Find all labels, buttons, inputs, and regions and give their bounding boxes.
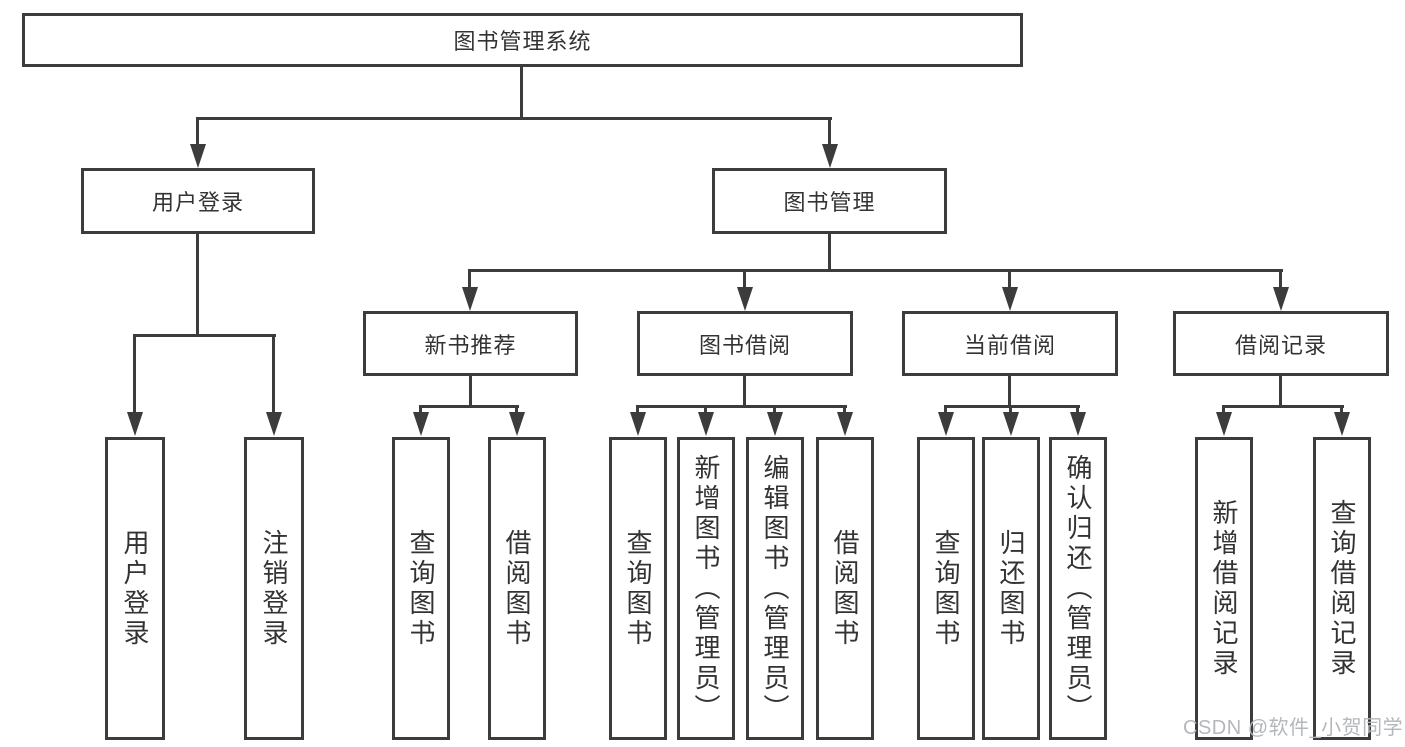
csdn-watermark: CSDN @软件_小贺同学	[1183, 717, 1404, 739]
connector-drop-nbr-query	[419, 405, 422, 414]
leaf-cb-return-books: 归还图书	[982, 437, 1040, 740]
connector-borrowing-records-split	[1222, 405, 1344, 408]
arrowhead-bb-add	[698, 412, 714, 436]
arrowhead-cb-return	[1003, 412, 1019, 436]
arrowhead-borrowing-records	[1273, 287, 1289, 311]
arrowhead-book-borrowing	[737, 287, 753, 311]
node-book-management: 图书管理	[712, 168, 947, 234]
leaf-bb-edit-books-admin: 编辑图书（管理员）	[746, 437, 804, 740]
leaf-bb-add-books-admin: 新增图书（管理员）	[677, 437, 735, 740]
connector-drop-cb-confirm	[1076, 405, 1079, 414]
leaf-br-query-borrow-record: 查询借阅记录	[1313, 437, 1371, 740]
connector-drop-cb-query	[944, 405, 947, 414]
leaf-nbr-query-books: 查询图书	[392, 437, 450, 740]
connector-drop-bb-borrow	[843, 405, 846, 414]
connector-book-borrowing-split	[636, 405, 847, 408]
node-book-borrowing: 图书借阅	[637, 311, 853, 376]
connector-drop-book-management	[828, 117, 831, 147]
arrowhead-nbr-borrow	[509, 412, 525, 436]
connector-book-management-stub	[828, 234, 831, 271]
connector-root-stub	[520, 66, 523, 119]
connector-drop-nbr-borrow	[515, 405, 518, 414]
connector-root-split	[196, 117, 832, 120]
connector-drop-bb-query	[636, 405, 639, 414]
connector-drop-bb-add	[704, 405, 707, 414]
leaf-cb-confirm-return-admin: 确认归还（管理员）	[1049, 437, 1107, 740]
connector-drop-user-login	[196, 117, 199, 147]
node-borrowing-records: 借阅记录	[1173, 311, 1389, 376]
leaf-bb-borrow-books: 借阅图书	[816, 437, 874, 740]
connector-book-management-split	[469, 269, 1283, 272]
connector-drop-bb-edit	[773, 405, 776, 414]
leaf-user-login: 用户登录	[105, 437, 165, 740]
node-user-login: 用户登录	[81, 168, 315, 234]
connector-new-book-rec-stub	[469, 376, 472, 407]
arrowhead-cb-query	[938, 412, 954, 436]
connector-drop-new-book-rec	[468, 269, 471, 289]
arrowhead-bb-edit	[767, 412, 783, 436]
arrowhead-bb-query	[630, 412, 646, 436]
connector-user-login-split	[133, 334, 276, 337]
arrowhead-br-add	[1216, 412, 1232, 436]
arrowhead-bb-borrow	[837, 412, 853, 436]
arrowhead-book-management	[822, 144, 838, 168]
arrowhead-logout	[266, 412, 282, 436]
connector-drop-login	[133, 334, 136, 412]
connector-user-login-stub	[196, 234, 199, 336]
connector-drop-book-borrowing	[743, 269, 746, 289]
leaf-br-add-borrow-record: 新增借阅记录	[1195, 437, 1253, 740]
connector-current-borrowing-stub	[1008, 376, 1011, 407]
connector-book-borrowing-stub	[743, 376, 746, 407]
node-current-borrowing: 当前借阅	[902, 311, 1118, 376]
connector-current-borrowing-split	[944, 405, 1080, 408]
arrowhead-login	[127, 412, 143, 436]
arrowhead-current-borrowing	[1002, 287, 1018, 311]
leaf-logout: 注销登录	[244, 437, 304, 740]
connector-drop-br-query	[1340, 405, 1343, 414]
arrowhead-user-login	[190, 144, 206, 168]
node-root: 图书管理系统	[22, 13, 1023, 67]
leaf-cb-query-books: 查询图书	[917, 437, 975, 740]
arrowhead-br-query	[1334, 412, 1350, 436]
leaf-nbr-borrow-books: 借阅图书	[488, 437, 546, 740]
connector-borrowing-records-stub	[1279, 376, 1282, 407]
arrowhead-new-book-rec	[462, 287, 478, 311]
connector-new-book-rec-split	[419, 405, 519, 408]
arrowhead-nbr-query	[413, 412, 429, 436]
connector-drop-br-add	[1222, 405, 1225, 414]
node-new-book-recommendation: 新书推荐	[363, 311, 578, 376]
leaf-bb-query-books: 查询图书	[609, 437, 667, 740]
connector-drop-logout	[272, 334, 275, 412]
connector-drop-cb-return	[1009, 405, 1012, 414]
connector-drop-current-borrowing	[1008, 269, 1011, 289]
arrowhead-cb-confirm	[1070, 412, 1086, 436]
connector-drop-borrowing-records	[1279, 269, 1282, 289]
